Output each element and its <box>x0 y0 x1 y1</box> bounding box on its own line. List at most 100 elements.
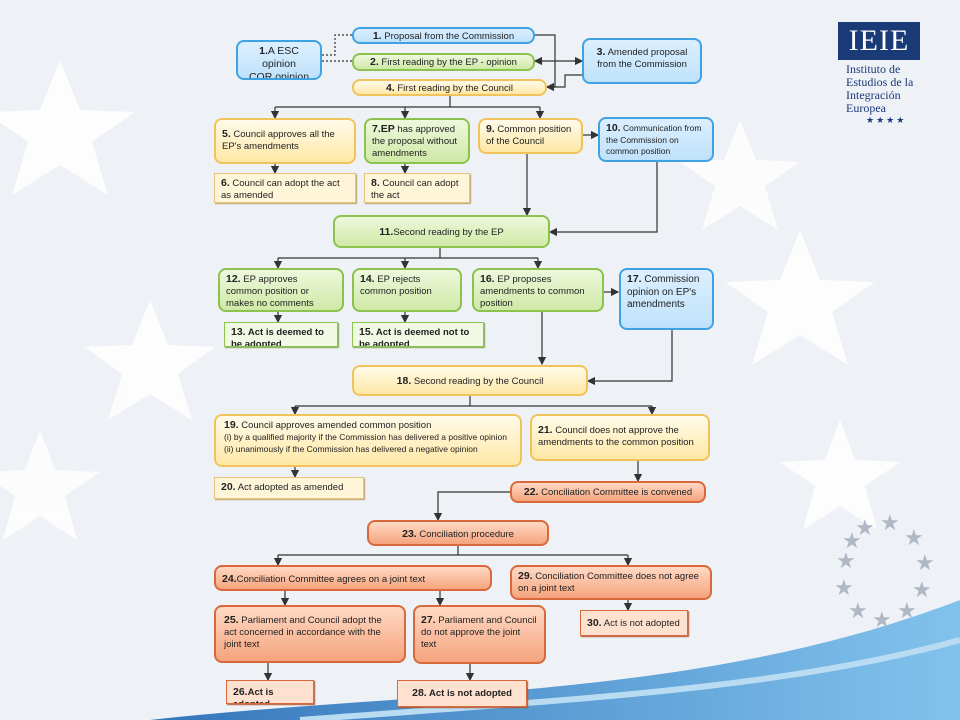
step-number: 30. <box>587 617 602 629</box>
step-3-amended-proposal: 3. Amended proposal from the Commission <box>582 38 702 84</box>
step-number: 1. <box>259 45 268 57</box>
step-15-act-deemed-not-adopted: 15. Act is deemed not to be adopted <box>352 322 484 347</box>
step-number: 25. <box>224 614 239 626</box>
step-number: 17. <box>627 273 642 285</box>
svg-text:★: ★ <box>842 528 862 553</box>
step-number: 13. <box>231 326 246 338</box>
step-number: 18. <box>396 375 412 387</box>
step-number: 5. <box>222 128 231 140</box>
logo-stars-icon: ★★★★ <box>866 115 907 125</box>
step-29-committee-does-not-agree: 29. Conciliation Committee does not agre… <box>510 565 712 600</box>
step-text: Second reading by the EP <box>393 227 504 238</box>
ieie-logo: IEIE Instituto de Estudios de la Integra… <box>836 22 946 126</box>
step-20-act-adopted-amended: 20. Act adopted as amended <box>214 477 364 499</box>
step-14-ep-rejects: 14. EP rejects common position <box>352 268 462 312</box>
step-number: 23. <box>402 528 417 540</box>
step-number: 6. <box>221 177 230 189</box>
logo-line-3: Integración <box>846 88 901 102</box>
step-16-ep-proposes-amendments: 16. EP proposes amendments to common pos… <box>472 268 604 312</box>
step-number: 22. <box>523 486 539 498</box>
svg-text:★: ★ <box>872 607 892 632</box>
svg-text:★: ★ <box>904 525 924 550</box>
step-12-ep-approves: 12. EP approves common position or makes… <box>218 268 344 312</box>
step-text: Act is deemed not to be adopted <box>359 327 470 347</box>
step-26-act-adopted: 26.Act is adopted <box>226 680 314 704</box>
step-18-council-second-reading: 18. Second reading by the Council <box>352 365 588 396</box>
step-text: Council approves amended common position <box>241 420 432 431</box>
step-text: EP rejects common position <box>360 274 432 298</box>
step-5-council-approves: 5. Council approves all the EP's amendme… <box>214 118 356 164</box>
svg-text:★: ★ <box>880 510 900 535</box>
step-17-commission-opinion: 17. Commission opinion on EP's amendment… <box>619 268 714 330</box>
step-text-2: COR opinion <box>248 71 310 80</box>
step-number: 7.EP <box>372 123 395 135</box>
svg-text:★: ★ <box>836 548 856 573</box>
step-number: 26. <box>233 686 248 698</box>
step-19-council-approves-amended: 19. Council approves amended common posi… <box>214 414 522 467</box>
step-number: 21. <box>538 424 553 436</box>
step-text: Council does not approve the amendments … <box>538 425 694 449</box>
step-text: Act is not adopted <box>429 688 512 699</box>
step-25-parliament-council-adopt: 25. Parliament and Council adopt the act… <box>214 605 406 663</box>
step-number: 19. <box>224 419 239 431</box>
step-text: EP proposes amendments to common positio… <box>480 274 585 309</box>
step-text: Conciliation procedure <box>419 529 514 540</box>
svg-text:★: ★ <box>834 575 854 600</box>
step-text: Communication from the Commission on com… <box>606 123 702 156</box>
step-condition-2: (ii) unanimously if the Commission has d… <box>224 444 478 454</box>
step-text: Conciliation Committee is convened <box>541 487 693 498</box>
step-number: 8. <box>371 177 380 189</box>
step-text: Council approves all the EP's amendments <box>222 129 335 153</box>
step-number: 15. <box>359 326 374 338</box>
svg-text:★: ★ <box>897 598 917 623</box>
step-text: EP approves common position or makes no … <box>226 274 314 309</box>
step-condition-1: (i) by a qualified majority if the Commi… <box>224 432 507 443</box>
step-number: 10. <box>606 122 621 134</box>
step-text: Act is adopted <box>233 687 274 703</box>
logo-line-1: Instituto de <box>846 62 901 76</box>
step-text: First reading by the Council <box>397 83 514 94</box>
step-8-council-adopt: 8. Council can adopt the act <box>364 173 470 203</box>
step-number: 11. <box>379 226 394 238</box>
svg-text:★: ★ <box>848 598 868 623</box>
step-number: 2. <box>370 56 379 68</box>
step-text: Parliament and Council do not approve th… <box>421 615 537 650</box>
eu-star-circle-icon: ★ ★ ★ ★ ★ ★ ★ ★ ★ ★ ★ <box>834 510 935 632</box>
step-21-council-does-not-approve: 21. Council does not approve the amendme… <box>530 414 710 461</box>
step-23-conciliation-procedure: 23. Conciliation procedure <box>367 520 549 546</box>
step-text: Amended proposal from the Commission <box>597 47 688 71</box>
step-number: 3. <box>596 46 606 58</box>
step-text: Act is deemed to be adopted <box>231 327 324 347</box>
step-text: Conciliation Committee does not agree on… <box>518 571 699 595</box>
step-text: has approved the proposal without amendm… <box>372 124 458 159</box>
step-30-act-not-adopted: 30. Act is not adopted <box>580 610 688 636</box>
step-text: First reading by the EP - opinion <box>381 57 517 68</box>
step-2-ep-first-reading: 2. First reading by the EP - opinion <box>352 53 535 71</box>
step-number: 28. <box>412 687 427 699</box>
step-text: Proposal from the Commission <box>384 31 515 42</box>
step-1a-esc-cor-opinion: 1.A ESC opinion COR opinion <box>236 40 322 80</box>
step-13-act-deemed-adopted: 13. Act is deemed to be adopted <box>224 322 338 347</box>
step-number: 1. <box>372 30 382 42</box>
svg-text:★: ★ <box>912 577 932 602</box>
logo-line-2: Estudios de la <box>846 75 914 89</box>
step-number: 14. <box>360 273 375 285</box>
step-1-proposal: 1. Proposal from the Commission <box>352 27 535 44</box>
step-text: Act adopted as amended <box>237 482 344 493</box>
step-number: 9. <box>486 123 495 135</box>
step-9-common-position: 9. Common position of the Council <box>478 118 583 154</box>
step-text: Conciliation Committee agrees on a joint… <box>236 574 426 585</box>
step-28-act-not-adopted: 28. Act is not adopted <box>397 680 527 707</box>
step-24-committee-agrees: 24.Conciliation Committee agrees on a jo… <box>214 565 492 591</box>
step-27-parliament-council-do-not-approve: 27. Parliament and Council do not approv… <box>413 605 546 664</box>
step-text: Council can adopt the act <box>371 178 459 202</box>
step-text: A ESC opinion <box>262 45 299 71</box>
svg-text:★: ★ <box>855 515 875 540</box>
step-22-conciliation-convened: 22. Conciliation Committee is convened <box>510 481 706 503</box>
logo-line-4: Europea <box>846 101 886 115</box>
step-number: 24. <box>222 573 237 585</box>
step-text: Act is not adopted <box>603 618 680 629</box>
step-number: 27. <box>421 614 436 626</box>
step-number: 4. <box>385 82 395 94</box>
step-number: 29. <box>518 570 533 582</box>
